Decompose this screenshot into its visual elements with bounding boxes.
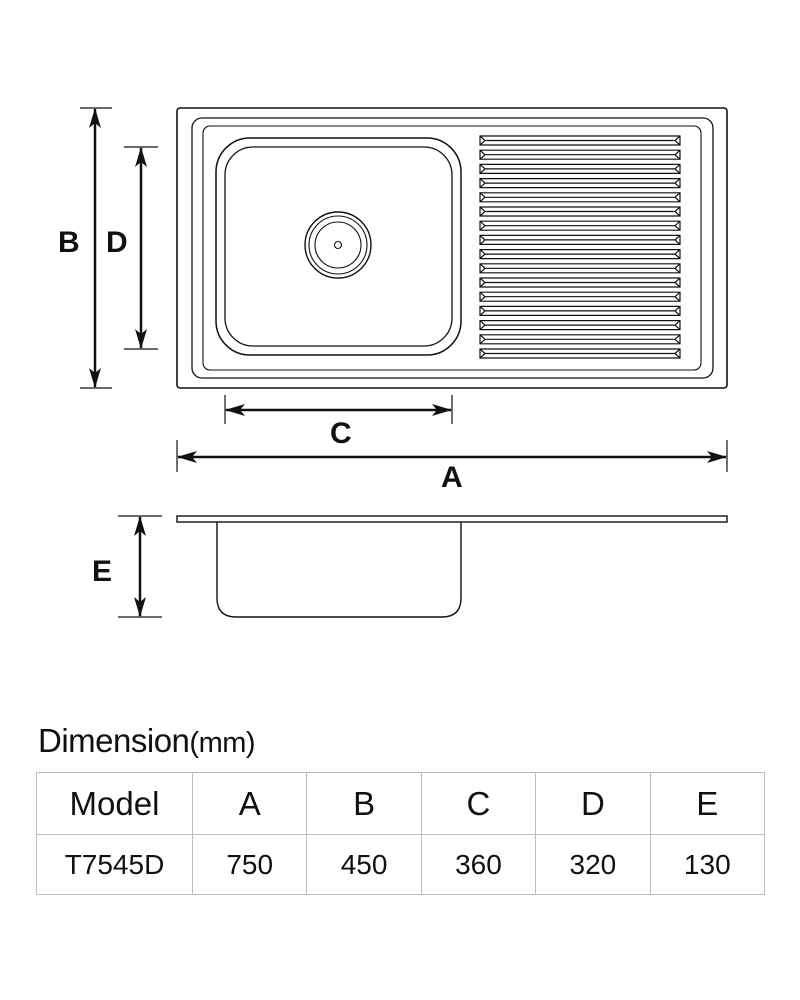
dimension-lines [80,107,728,472]
sink-side-view [176,515,728,618]
label-a: A [441,461,463,494]
table-title-unit: (mm) [189,727,256,759]
cell-e: 130 [649,834,766,895]
cell-c: 360 [420,834,537,895]
table-row: T7545D 750 450 360 320 130 [36,834,766,895]
label-c: C [330,417,352,450]
drainboard-rib [479,277,681,288]
dimension-table: Model A B C D E T7545D 750 450 360 320 1… [36,772,766,895]
label-e: E [92,555,112,588]
header-model: Model [36,772,193,835]
bowl-inner-edge [224,146,453,347]
cell-a: 750 [191,834,308,895]
drainboard-rib [479,234,681,245]
drainboard-rib [479,320,681,331]
drain-icon [304,211,372,279]
header-b: B [306,772,422,835]
drainboard-rib [479,192,681,203]
drainboard-rib [479,249,681,260]
header-c: C [420,772,537,835]
dimension-table-title: Dimension(mm) [38,722,256,760]
drainboard-rib [479,149,681,160]
label-d: D [106,226,128,259]
table-header-row: Model A B C D E [36,772,766,835]
header-a: A [191,772,308,835]
header-d: D [535,772,651,835]
label-b: B [58,226,80,259]
drainboard-rib [479,334,681,345]
drainboard-rib [479,220,681,231]
cell-d: 320 [535,834,651,895]
drainboard-rib [479,291,681,302]
cell-b: 450 [306,834,422,895]
header-e: E [649,772,766,835]
drainboard-rib [479,178,681,189]
sink-outer-rim [176,107,728,389]
drainboard-rib [479,263,681,274]
bowl-outer-edge [215,137,462,356]
drainboard-rib [479,163,681,174]
drainboard-rib [479,206,681,217]
drainboard-rib [479,348,681,359]
side-view-top-plate [176,515,728,523]
sink-rim-groove [202,125,702,371]
sink-technical-drawing: B D C A E [58,107,728,618]
dimension-e [118,515,162,618]
sink-inner-rim [191,117,714,379]
drainboard-rib [479,305,681,316]
side-view-bowl [216,522,462,618]
drainboard-ribs [479,135,681,359]
cell-model: T7545D [36,834,193,895]
drainboard-rib [479,135,681,146]
table-title-text: Dimension [38,722,190,759]
sink-top-view [176,107,728,389]
